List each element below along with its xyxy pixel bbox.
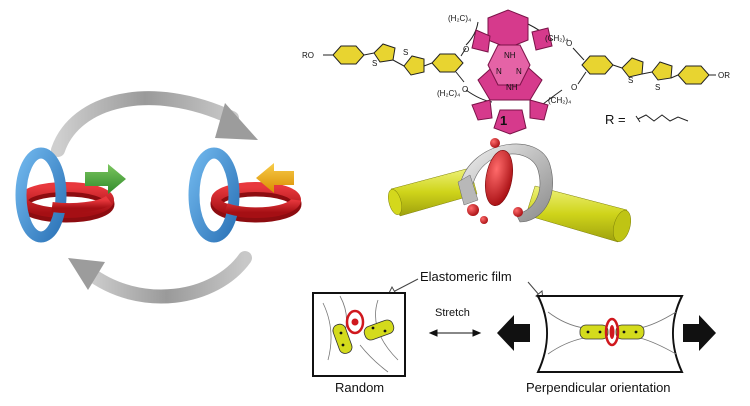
random-label: Random [335, 380, 384, 395]
r-equals-label: R = [605, 112, 626, 127]
stretch-double-arrow [428, 329, 482, 337]
n-label-2: N [516, 67, 522, 76]
right-arm [527, 23, 716, 109]
stretched-film [536, 295, 684, 373]
o-label-2: O [462, 85, 468, 94]
chain-right-bottom-label: (CH₂)₄ [548, 96, 571, 105]
top-curved-arrow [51, 91, 258, 157]
red-disc [467, 138, 523, 224]
compound-number: 1 [500, 113, 507, 128]
bottom-curved-arrow [68, 251, 252, 304]
stretch-label: Stretch [435, 307, 470, 319]
o-label-1: O [463, 45, 469, 54]
structure-labels: RO OR S S S S O O O O (H₂C)₄ (H₂C)₄ (CH₂… [302, 14, 730, 128]
porphyrin-core [471, 9, 553, 135]
chemical-structure: RO OR S S S S O O O O (H₂C)₄ (H₂C)₄ (CH₂… [302, 9, 730, 135]
s-label-4: S [655, 83, 660, 92]
right-rod [525, 185, 632, 243]
n-label-1: N [496, 67, 502, 76]
elastomeric-film-label: Elastomeric film [420, 269, 512, 284]
ro-left-label: RO [302, 51, 314, 60]
left-arm [323, 21, 493, 103]
green-arrow [85, 164, 126, 194]
r-group [635, 114, 689, 123]
film-panel: Elastomeric film Random Stretch [312, 269, 716, 395]
s-label-2: S [403, 48, 408, 57]
left-rod [388, 167, 478, 217]
perpendicular-label: Perpendicular orientation [526, 380, 671, 395]
o-label-4: O [571, 83, 577, 92]
switch-panel [15, 91, 302, 304]
right-rotaxane [188, 147, 302, 243]
s-label-3: S [628, 76, 633, 85]
left-rotaxane [15, 147, 115, 243]
nh-label-1: NH [504, 51, 516, 60]
silver-arc [457, 143, 553, 223]
chain-bottom-left-label: (H₂C)₄ [437, 89, 460, 98]
right-pull-arrow [683, 315, 716, 351]
o-label-3: O [566, 39, 572, 48]
rod-model [388, 138, 632, 243]
random-box [312, 292, 406, 377]
or-right-label: OR [718, 71, 730, 80]
s-label-1: S [372, 59, 377, 68]
orange-arrow [256, 163, 294, 193]
nh-label-2: NH [506, 83, 518, 92]
left-pull-arrow [497, 315, 530, 351]
chain-right-top-label: (CH₂)₄ [545, 34, 568, 43]
chain-top-label: (H₂C)₄ [448, 14, 471, 23]
